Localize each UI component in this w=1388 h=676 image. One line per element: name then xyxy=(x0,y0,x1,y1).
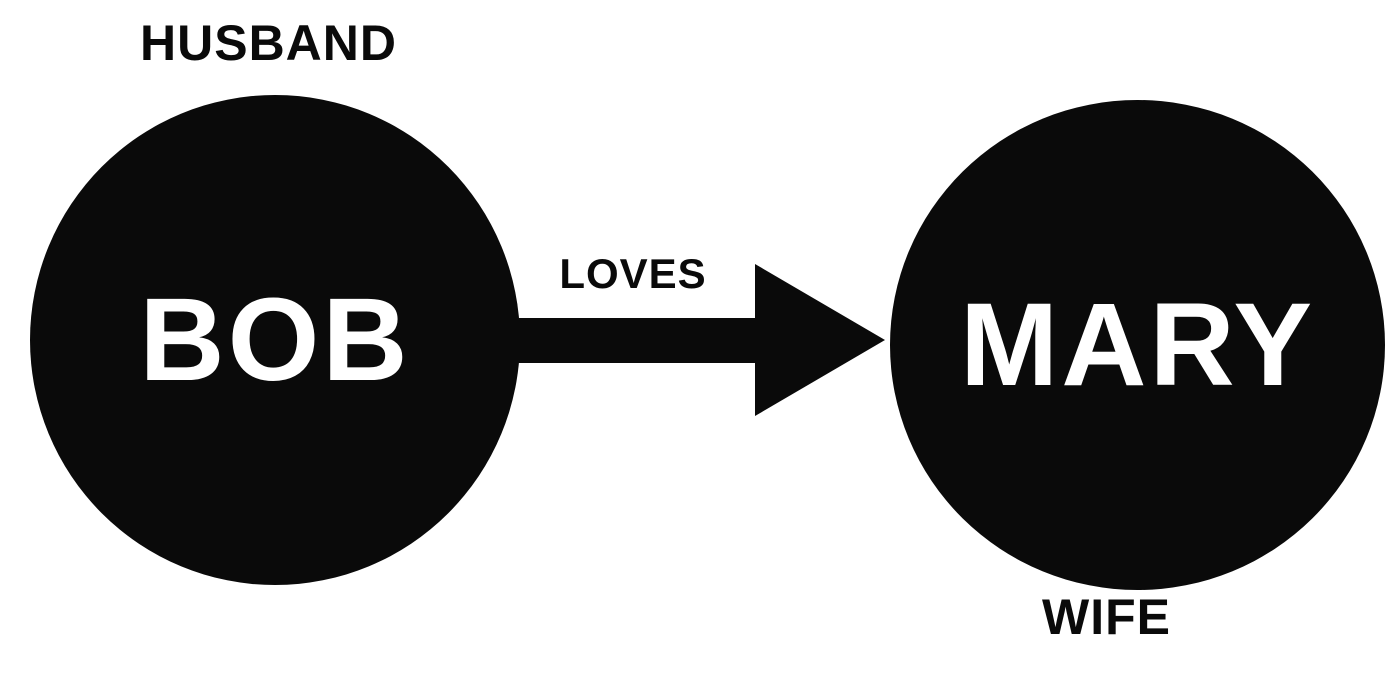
loves-edge-label: LOVES xyxy=(559,250,707,297)
node-mary: MARY xyxy=(890,100,1385,590)
wife-role-label: WIFE xyxy=(1042,589,1171,645)
node-bob: BOB xyxy=(30,95,520,585)
node-mary-label: MARY xyxy=(959,279,1316,411)
arrow-shaft xyxy=(510,318,760,363)
node-bob-label: BOB xyxy=(139,274,411,406)
arrow-head-icon xyxy=(755,264,885,416)
husband-role-label: HUSBAND xyxy=(140,15,397,71)
